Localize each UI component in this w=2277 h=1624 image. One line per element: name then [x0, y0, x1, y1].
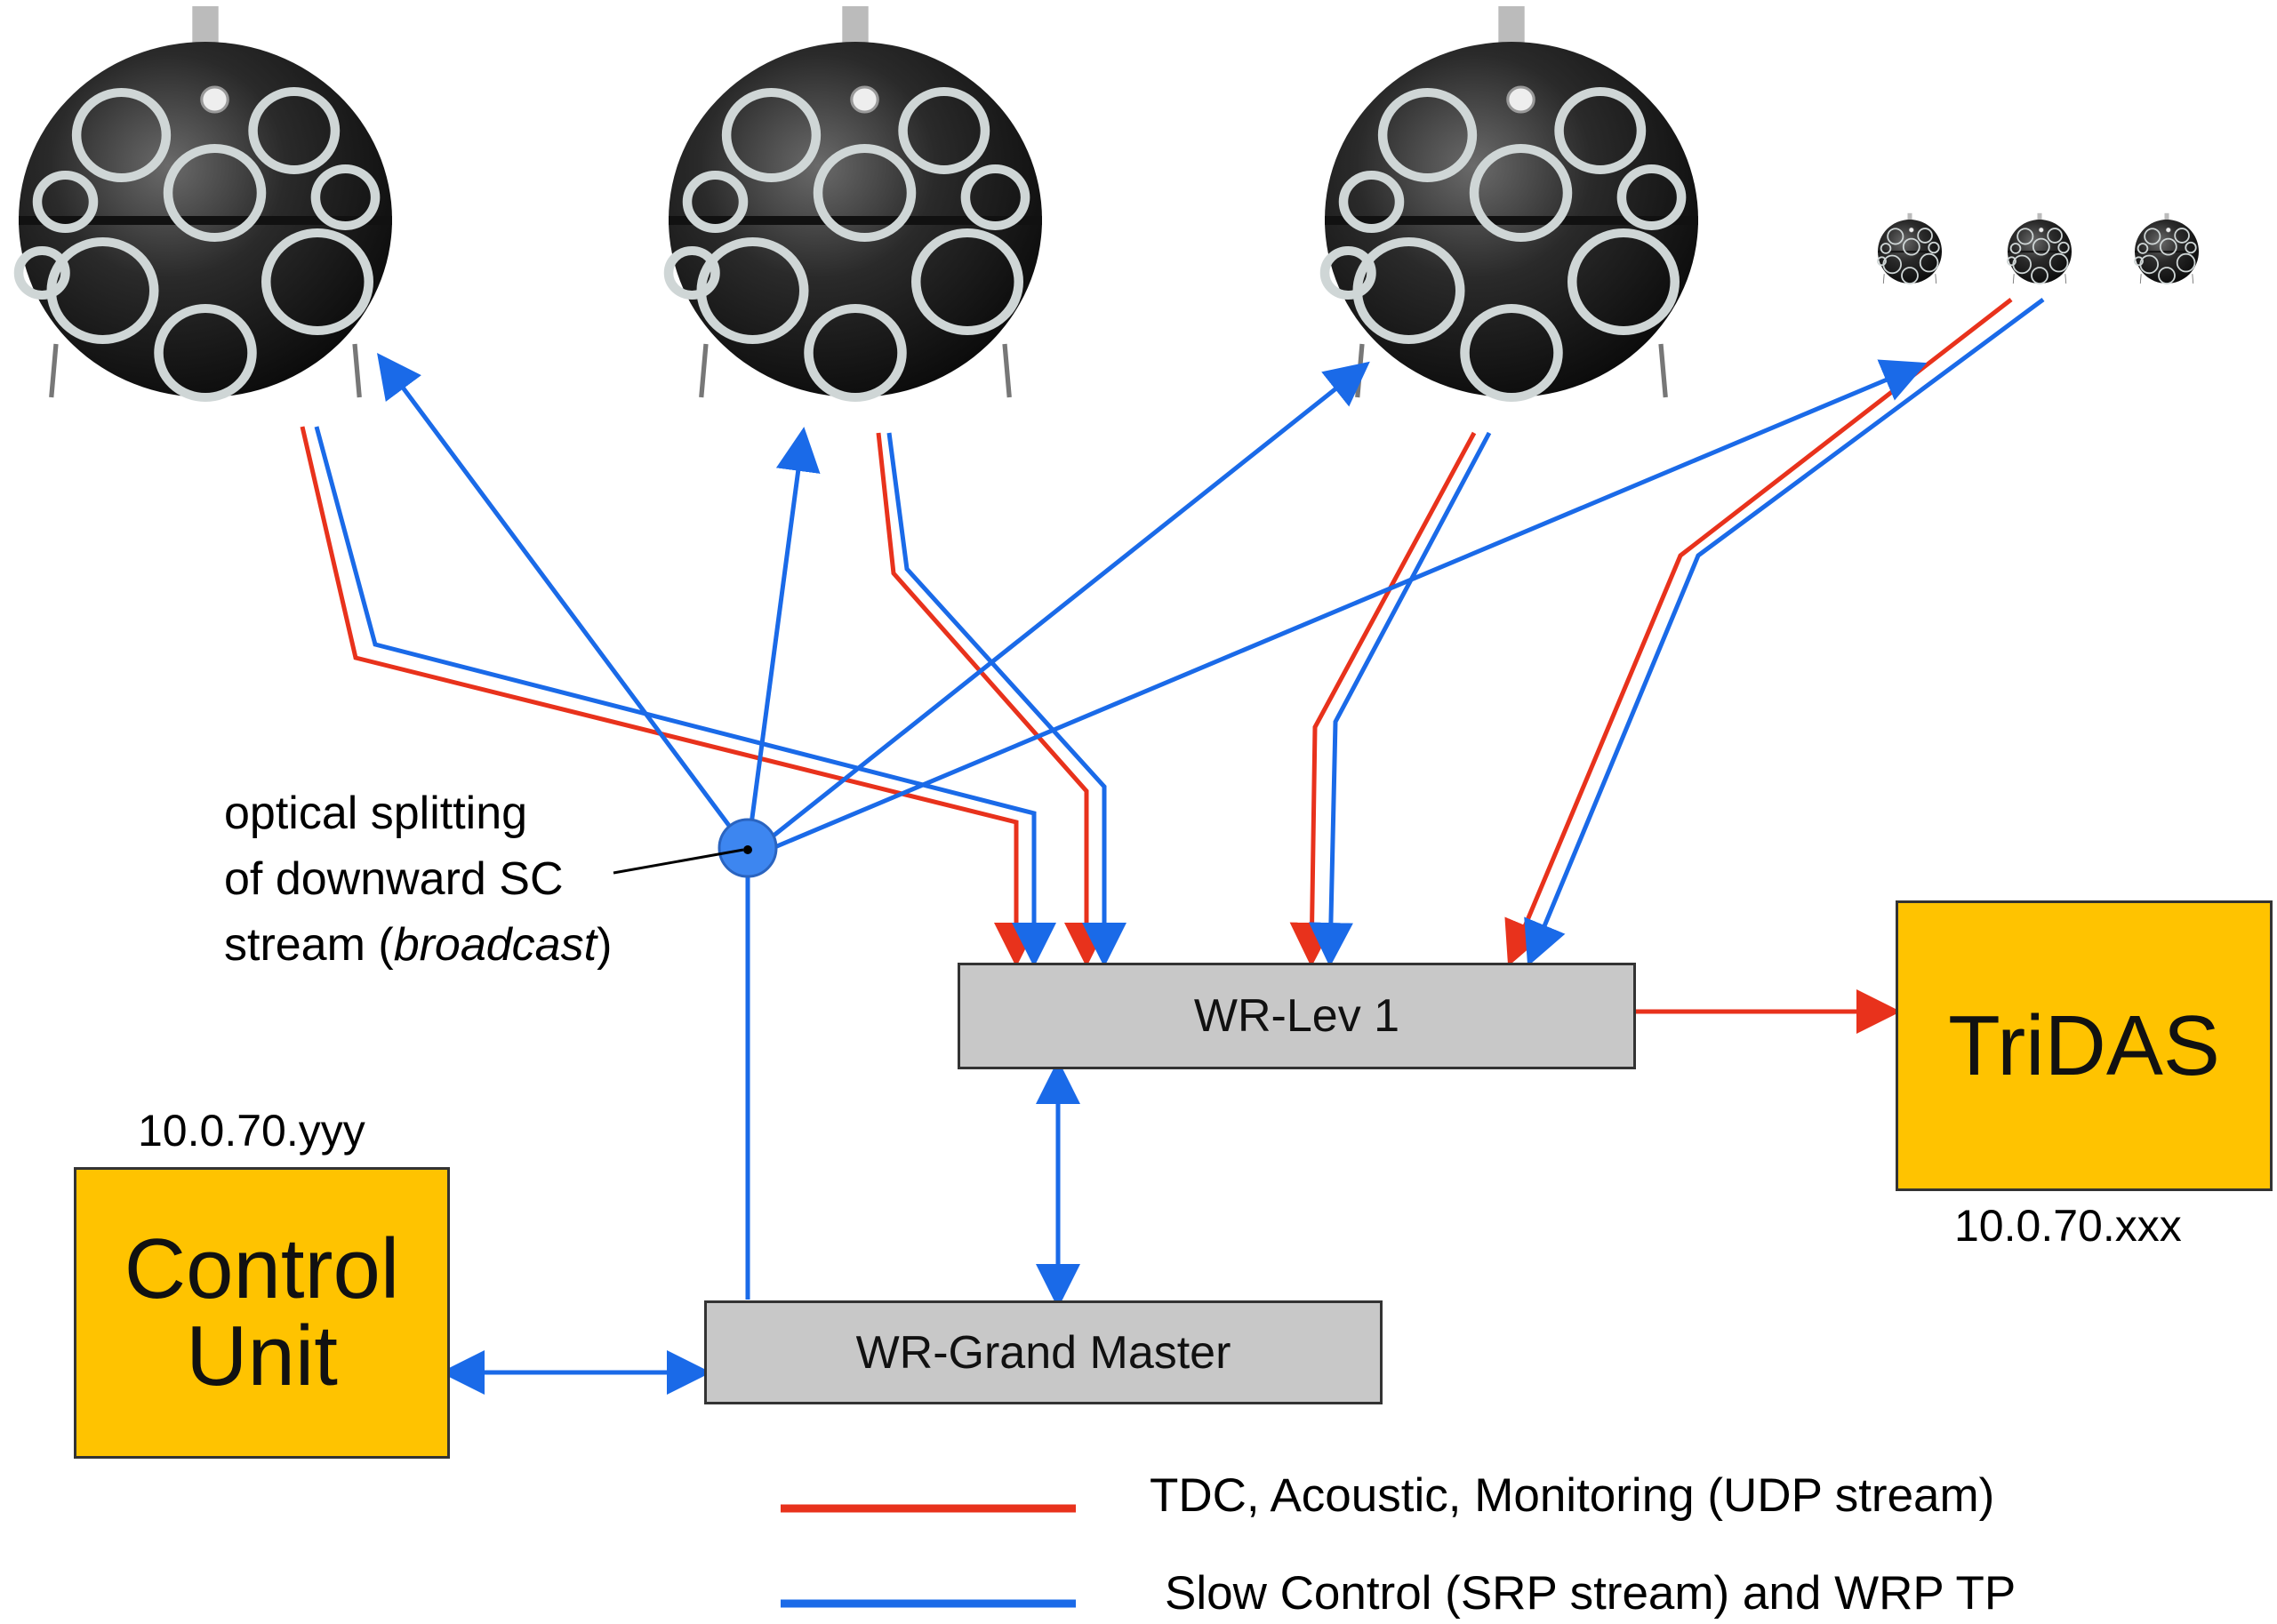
- tridas-address: 10.0.70.xxx: [1954, 1201, 2182, 1251]
- sc-link-module-n: [1524, 297, 2045, 967]
- tridas-box[interactable]: TriDAS: [1896, 900, 2273, 1191]
- wr-lev1-box[interactable]: WR-Lev 1: [958, 963, 1636, 1069]
- optical-module-small-2-icon: [2007, 212, 2073, 284]
- sc-link-module-1: [314, 426, 1056, 967]
- broadcast-link-module-2: [746, 427, 821, 845]
- legend-udp-label: TDC, Acoustic, Monitoring (UDP stream): [1150, 1469, 1995, 1522]
- wr-grandmaster-label: WR-Grand Master: [855, 1326, 1231, 1379]
- splitter-note-line2: of downward SC: [224, 853, 564, 905]
- splitter-note-emphasis: broadcast: [393, 919, 597, 971]
- broadcast-link-module-1: [377, 352, 748, 849]
- udp-link-module-n: [1504, 298, 2013, 967]
- control-unit-box[interactable]: Control Unit: [74, 1167, 450, 1459]
- splitter-note: optical splitting of downward SC stream …: [224, 780, 612, 978]
- wr-lev1-label: WR-Lev 1: [1193, 990, 1400, 1042]
- control-unit-address: 10.0.70.yyy: [138, 1106, 365, 1156]
- udp-link-module-3: [1289, 431, 1477, 967]
- splitter-note-line1: optical splitting: [224, 788, 528, 839]
- control-unit-label: Control Unit: [124, 1221, 400, 1404]
- splitter-note-line3: stream (broadcast): [224, 919, 613, 971]
- splitter-callout-line: [613, 848, 744, 875]
- udp-link-module-1: [300, 426, 1038, 967]
- sc-link-module-2: [886, 432, 1126, 967]
- udp-link-module-2: [876, 432, 1109, 967]
- tridas-label: TriDAS: [1948, 997, 2220, 1093]
- optical-module-1-icon: [19, 6, 392, 397]
- wr-grandmaster-box[interactable]: WR-Grand Master: [704, 1300, 1383, 1404]
- optical-module-2-icon: [669, 6, 1042, 397]
- optical-module-small-3-icon: [2134, 212, 2200, 284]
- legend-sc-label: Slow Control (SRP stream) and WRP TP: [1165, 1567, 2016, 1620]
- broadcast-link-module-n: [766, 359, 1928, 853]
- optical-module-small-1-icon: [1877, 212, 1943, 284]
- optical-module-3-icon: [1325, 6, 1698, 397]
- sc-link-module-3: [1308, 431, 1492, 967]
- broadcast-link-module-3: [758, 361, 1370, 848]
- sc-stream-links: [314, 297, 2045, 1395]
